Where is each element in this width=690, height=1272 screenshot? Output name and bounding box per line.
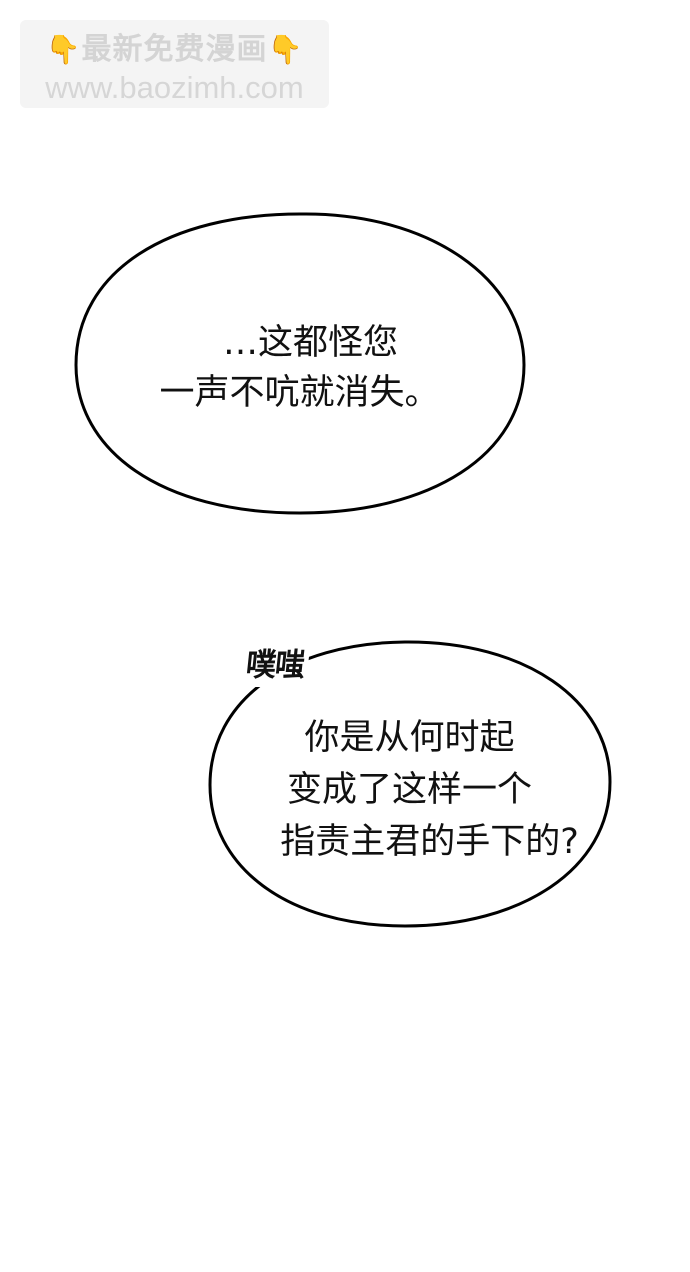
dialogue-line: 你是从何时起 <box>304 718 515 758</box>
watermark-title-row: 👇最新免费漫画👇 <box>20 30 329 70</box>
watermark-url: www.baozimh.com <box>45 70 304 105</box>
speech-bubble-2-outline <box>208 640 612 928</box>
pointing-down-hand-icon: 👇 <box>45 33 82 66</box>
dialogue-line: 一声不吭就消失。 <box>159 373 440 413</box>
watermark-title: 最新免费漫画 <box>81 32 268 67</box>
pointing-down-hand-icon: 👇 <box>267 33 304 66</box>
speech-bubble-1-outline <box>74 212 526 515</box>
dialogue-line: 指责主君的手下的? <box>280 822 579 862</box>
dialogue-line: 变成了这样一个 <box>286 770 532 810</box>
dialogue-line: …这都怪您 <box>222 323 398 363</box>
speech-bubble-2-text: 你是从何时起 变成了这样一个 指责主君的手下的? <box>209 712 610 868</box>
watermark-banner: 👇最新免费漫画👇 www.baozimh.com <box>20 20 329 108</box>
sound-effect-text: 噗嗤 <box>239 645 311 687</box>
speech-bubble-1-text: …这都怪您 一声不吭就消失。 <box>75 318 524 418</box>
